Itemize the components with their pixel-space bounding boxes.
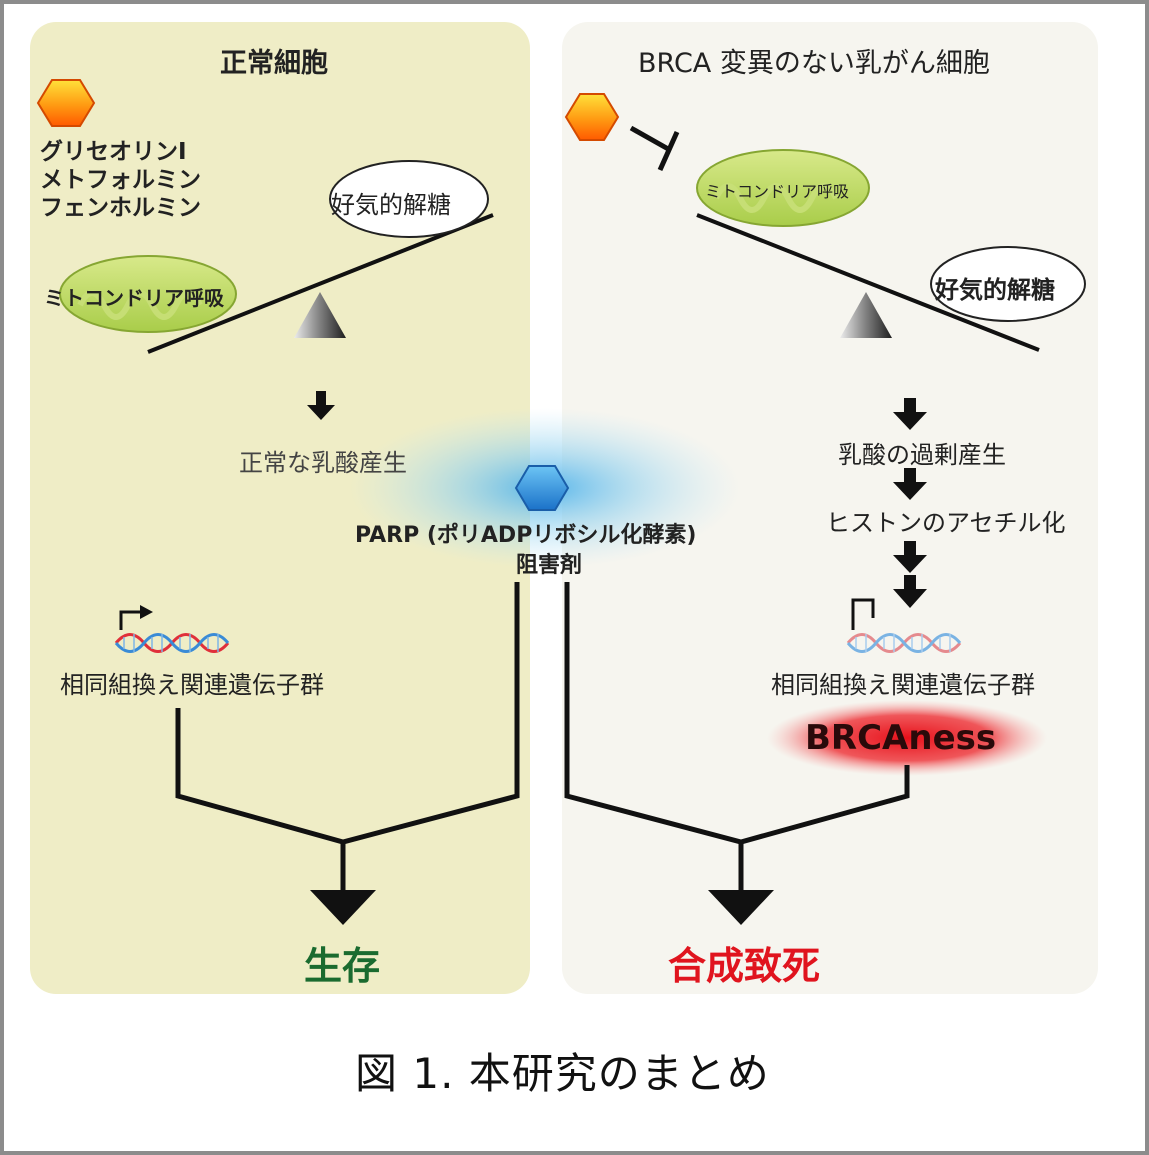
right-balance-beam xyxy=(696,213,1040,352)
left-down-arrow xyxy=(307,405,335,420)
left-glycolysis-oval xyxy=(329,160,489,238)
normal-lactate-label: 正常な乳酸産生 xyxy=(239,449,407,477)
histone-acetylation-label: ヒストンのアセチル化 xyxy=(826,509,1066,537)
right-result-arrow xyxy=(708,890,774,925)
right-glycolysis-oval xyxy=(930,246,1086,322)
left-mito-label: ミトコンドリア呼吸 xyxy=(44,286,224,310)
parp-inhibitor-label: 阻害剤 xyxy=(516,553,583,578)
promoter-arrow-icon xyxy=(119,610,142,630)
dna-helix-icon xyxy=(846,633,962,653)
parp-inhibitor-hexagon-icon xyxy=(514,465,570,511)
left-result-arrow xyxy=(310,890,376,925)
right-mito-label: ミトコンドリア呼吸 xyxy=(705,182,850,201)
right-converging-lines xyxy=(564,582,910,893)
survival-label: 生存 xyxy=(304,944,381,988)
dna-helix-icon xyxy=(114,633,230,653)
drug-name-1: グリセオリンⅠ xyxy=(40,139,187,165)
parp-label: PARP (ポリADPリボシル化酵素) xyxy=(355,523,697,548)
normal-cell-title: 正常細胞 xyxy=(220,48,328,79)
excess-lactate-label: 乳酸の過剰産生 xyxy=(838,441,1006,469)
right-glycolysis-label: 好気的解糖 xyxy=(935,276,1055,304)
drug-hexagon-icon xyxy=(36,79,96,127)
figure-caption: 図 1. 本研究のまとめ xyxy=(355,1049,770,1098)
drug-name-2: メトフォルミン xyxy=(40,167,201,193)
fulcrum-icon xyxy=(294,292,346,338)
left-balance-beam xyxy=(147,213,494,354)
promoter-arrow-icon xyxy=(851,598,875,630)
right-down-arrows xyxy=(893,398,927,608)
left-hr-genes-label: 相同組換え関連遺伝子群 xyxy=(60,671,324,699)
drug-name-3: フェンホルミン xyxy=(40,195,201,221)
synthetic-lethality-label: 合成致死 xyxy=(668,944,821,988)
left-glycolysis-label: 好気的解糖 xyxy=(331,191,451,219)
cancer-cell-title: BRCA 変異のない乳がん細胞 xyxy=(638,48,990,79)
left-converging-lines xyxy=(175,582,520,893)
brcaness-glow xyxy=(767,700,1047,776)
fulcrum-icon xyxy=(840,292,892,338)
brcaness-label: BRCAness xyxy=(805,718,997,758)
inhibition-icon xyxy=(629,125,680,172)
right-hr-genes-label: 相同組換え関連遺伝子群 xyxy=(771,671,1035,699)
drug-hexagon-icon xyxy=(564,93,620,141)
